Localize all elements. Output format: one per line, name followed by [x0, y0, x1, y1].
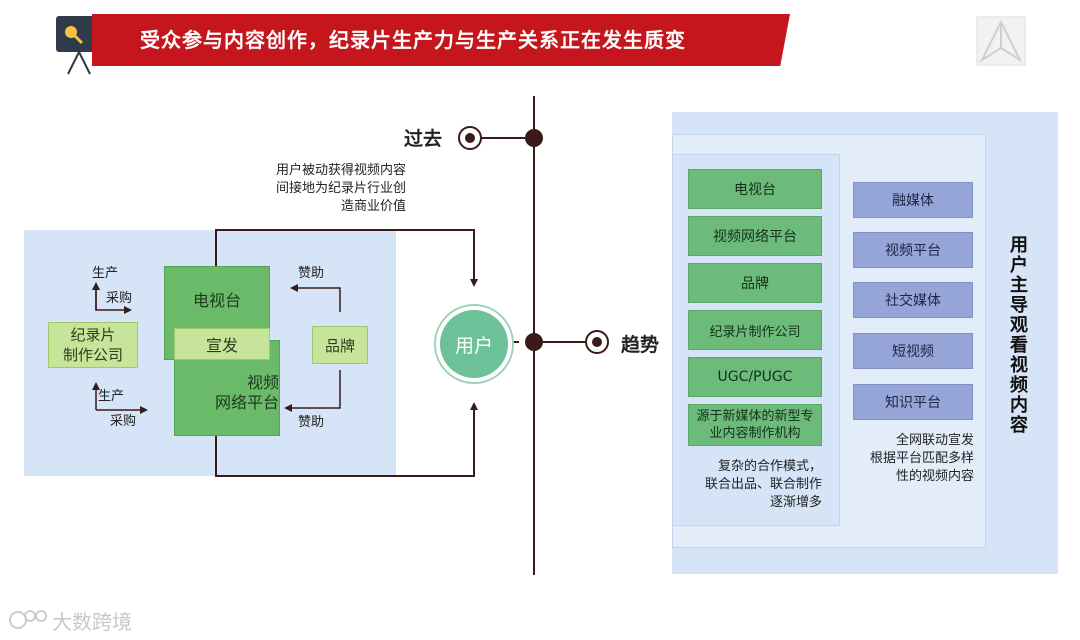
- brand-label: 品牌: [324, 336, 355, 355]
- channel-knowledge-platform: 知识平台: [853, 384, 973, 420]
- page-title: 受众参与内容创作，纪录片生产力与生产关系正在发生质变: [140, 28, 686, 52]
- brand-box: 品牌: [312, 326, 368, 364]
- publicity-label: 宣发: [205, 336, 238, 355]
- producer-video-platform: 视频网络平台: [688, 216, 822, 256]
- producer-label: 纪录片制作公司: [709, 324, 801, 340]
- producers-note: 复杂的合作模式， 联合出品、联合制作 逐渐增多: [686, 458, 822, 512]
- channels-note: 全网联动宣发 根据平台匹配多样 性的视频内容: [846, 432, 974, 486]
- producer-tv: 电视台: [688, 169, 822, 209]
- channel-media-convergence: 融媒体: [853, 182, 973, 218]
- documentary-company-line: 纪录片: [70, 326, 116, 344]
- produce-bottom-label: 生产: [98, 389, 125, 404]
- channels-note-line: 性的视频内容: [895, 469, 974, 484]
- video-platform-line: 视频: [246, 373, 279, 392]
- producer-documentary-company: 纪录片制作公司: [688, 310, 822, 350]
- user-led-vertical-label: 用户主导观看视频内容: [1010, 235, 1028, 436]
- channel-label: 知识平台: [885, 395, 941, 411]
- channel-label: 短视频: [892, 344, 934, 360]
- tv-label: 电视台: [192, 291, 241, 310]
- title-banner: [92, 14, 790, 66]
- past-note-line: 用户被动获得视频内容: [275, 163, 406, 178]
- trend-label: 趋势: [621, 334, 660, 356]
- user-circle: 用户: [440, 310, 508, 378]
- publicity-box: 宣发: [174, 328, 270, 360]
- watermark-icon: [8, 606, 50, 632]
- channel-label: 视频平台: [885, 243, 941, 259]
- producer-label: UGC/PUGC: [717, 369, 793, 385]
- producer-brand: 品牌: [688, 263, 822, 303]
- produce-top-label: 生产: [92, 266, 119, 281]
- channel-short-video: 短视频: [853, 333, 973, 369]
- channel-social-media: 社交媒体: [853, 282, 973, 318]
- producer-label: 源于新媒体的新型专业内容制作机构: [696, 409, 814, 441]
- channel-label: 融媒体: [892, 193, 934, 209]
- producer-label: 品牌: [741, 276, 769, 292]
- sponsor-top-label: 赞助: [298, 266, 325, 281]
- sponsor-bottom-label: 赞助: [298, 415, 325, 430]
- channel-video-platform: 视频平台: [853, 232, 973, 268]
- channel-label: 社交媒体: [885, 293, 941, 309]
- producers-note-line: 逐渐增多: [769, 495, 822, 510]
- past-label: 过去: [404, 128, 443, 150]
- logo-icon: [976, 16, 1026, 66]
- purchase-bottom-label: 采购: [110, 414, 137, 429]
- user-label: 用户: [454, 334, 493, 357]
- documentary-company-box: 纪录片 制作公司: [48, 322, 138, 368]
- past-note: 用户被动获得视频内容 间接地为纪录片行业创 造商业价值: [256, 162, 406, 216]
- producer-label: 电视台: [734, 182, 776, 198]
- watermark-text: 大数跨境: [52, 610, 132, 634]
- documentary-company-line: 制作公司: [62, 346, 123, 364]
- producer-new-media-agency: 源于新媒体的新型专业内容制作机构: [688, 404, 822, 446]
- channels-note-line: 根据平台匹配多样: [869, 451, 974, 466]
- past-note-line: 间接地为纪录片行业创: [275, 181, 406, 196]
- producers-note-line: 联合出品、联合制作: [704, 477, 822, 492]
- purchase-top-label: 采购: [106, 291, 133, 306]
- producer-ugc-pugc: UGC/PUGC: [688, 357, 822, 397]
- producer-label: 视频网络平台: [713, 229, 797, 245]
- past-note-line: 造商业价值: [340, 199, 406, 214]
- video-platform-line: 网络平台: [214, 393, 279, 412]
- producers-note-line: 复杂的合作模式，: [717, 459, 822, 474]
- channels-note-line: 全网联动宣发: [895, 433, 974, 448]
